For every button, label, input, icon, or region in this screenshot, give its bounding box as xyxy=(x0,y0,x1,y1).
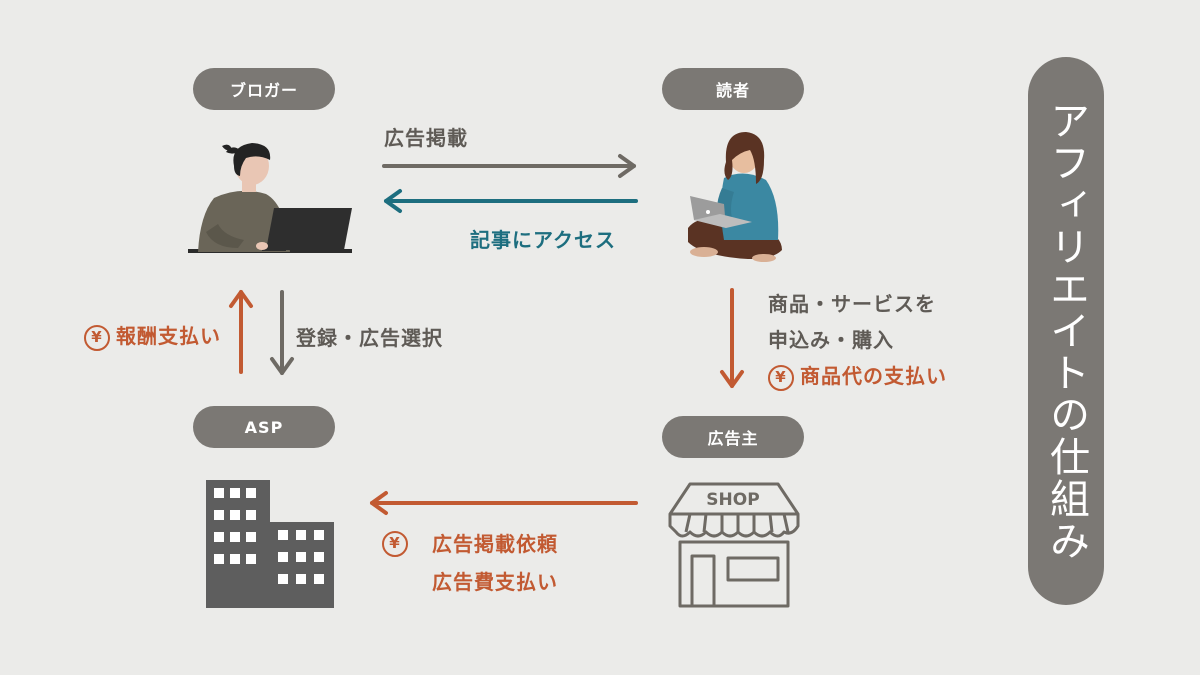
node-asp: ASP xyxy=(193,406,335,448)
node-asp-label: ASP xyxy=(244,417,284,437)
node-advertiser: 広告主 xyxy=(662,416,804,458)
arrow-purchase xyxy=(720,288,744,388)
side-title: アフィリエイトの仕組み xyxy=(1043,100,1089,562)
yen-icon: ¥ xyxy=(84,324,110,351)
arrow-register xyxy=(270,290,294,375)
asp-building-icon xyxy=(206,480,334,608)
label-purchase-line2: 申込み・購入 xyxy=(768,328,894,352)
label-ad-post: 広告掲載 xyxy=(384,126,468,150)
arrow-article-access xyxy=(384,189,638,213)
node-blogger-label: ブロガー xyxy=(229,81,298,100)
blogger-illustration-icon xyxy=(188,143,352,253)
node-blogger: ブロガー xyxy=(193,68,335,110)
label-ad-request: 広告掲載依頼 xyxy=(432,532,558,556)
node-advertiser-label: 広告主 xyxy=(707,429,759,448)
label-ad-fee-payment: 広告費支払い xyxy=(432,570,558,594)
yen-icon: ¥ xyxy=(382,530,408,557)
node-reader: 読者 xyxy=(662,68,804,110)
label-article-access: 記事にアクセス xyxy=(470,228,616,252)
reader-illustration-icon xyxy=(688,132,782,262)
label-register-select: 登録・広告選択 xyxy=(296,326,443,350)
node-reader-label: 読者 xyxy=(715,81,750,100)
shop-icon xyxy=(668,482,800,608)
arrow-ad-request xyxy=(370,491,638,515)
yen-icon: ¥ xyxy=(768,364,794,391)
shop-sign-text: SHOP xyxy=(706,490,759,510)
arrow-reward xyxy=(229,290,253,374)
label-reward-payment: ¥報酬支払い xyxy=(84,320,221,351)
yen-badge-ad-fee: ¥ xyxy=(382,530,414,557)
label-purchase-line1: 商品・サービスを xyxy=(768,292,936,316)
side-title-pill: アフィリエイトの仕組み xyxy=(1028,57,1104,605)
arrow-ad-post xyxy=(382,154,636,178)
label-product-payment: ¥商品代の支払い xyxy=(768,360,947,391)
